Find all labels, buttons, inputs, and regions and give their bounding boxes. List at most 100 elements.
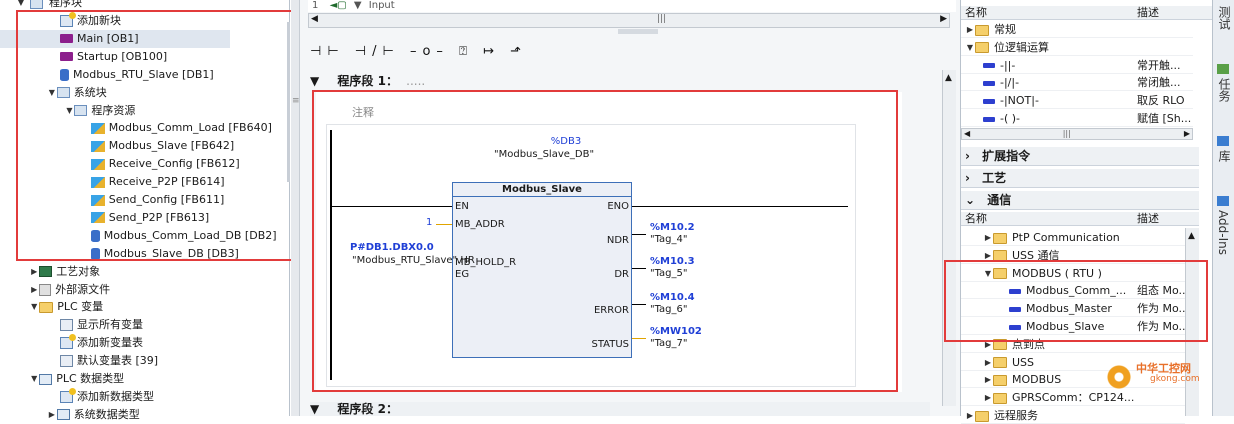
expand-arrow-icon[interactable]: ▼ (984, 268, 992, 278)
expand-arrow-icon[interactable]: ▶ (984, 375, 992, 385)
tree-item[interactable]: Modbus_Comm_Load [FB640] (90, 119, 272, 137)
tree-item[interactable]: 显示所有变量 (60, 316, 143, 334)
output-tag[interactable]: "Tag_5" (650, 268, 688, 279)
instruction-item[interactable]: ▶MODBUS (961, 372, 1185, 389)
comm-vscroll[interactable]: ▲ (1185, 228, 1199, 416)
expand-arrow-icon[interactable]: ▶ (984, 357, 992, 367)
instruction-item[interactable]: ▶USS (961, 355, 1185, 371)
instruction-item[interactable]: ▶USS 通信 (961, 248, 1185, 264)
function-block-box[interactable]: Modbus_Slave EN ENO MB_ADDR MB_HOLD_REG … (452, 182, 632, 358)
expand-arrow-icon[interactable]: ▶ (31, 266, 38, 276)
tree-item[interactable]: ▶系统数据类型 (47, 406, 140, 424)
network-comment[interactable]: 注释 (352, 106, 374, 119)
expand-arrow-icon[interactable]: ▼ (66, 105, 73, 115)
scroll-right-icon[interactable]: ▶ (940, 14, 947, 24)
tree-item[interactable]: Send_P2P [FB613] (90, 209, 209, 227)
instruction-item[interactable]: -||-常开触... (961, 58, 1193, 74)
expand-arrow-icon[interactable]: ▼ (31, 302, 38, 312)
tree-item-label: 系统块 (73, 85, 107, 99)
tab-library[interactable]: 库 (1217, 150, 1231, 162)
tree-item[interactable]: Main [OB1] (0, 29, 230, 48)
tree-item[interactable]: Modbus_Slave [FB642] (90, 137, 234, 155)
tree-item[interactable]: 添加新变量表 (60, 334, 143, 352)
splitter-left[interactable]: ≡ (291, 0, 300, 416)
tab-testing[interactable]: 测试 (1217, 6, 1231, 30)
splitter-handle[interactable] (618, 29, 658, 34)
open-branch-icon[interactable]: ↦ (483, 44, 500, 59)
expand-arrow-icon[interactable]: ▼ (48, 87, 55, 97)
output-tag[interactable]: "Tag_4" (650, 234, 688, 245)
expand-arrow-icon[interactable]: ▼ (17, 0, 25, 7)
tree-item[interactable]: 添加新数据类型 (60, 387, 154, 406)
instruction-item[interactable]: ▶远程服务 (961, 408, 1185, 424)
section-technology[interactable]: › 工艺 (961, 169, 1199, 188)
tree-item-program-blocks[interactable]: ▼ 程序块 (16, 0, 82, 12)
tab-add-ins[interactable]: Add-Ins (1216, 210, 1230, 255)
tree-item[interactable]: ▶外部源文件 (29, 281, 110, 299)
instruction-item[interactable]: Modbus_Comm_...组态 Mo... (961, 283, 1185, 300)
coil-icon[interactable]: –o– (409, 44, 449, 59)
instruction-item[interactable]: ▼MODBUS ( RTU ) (961, 266, 1185, 282)
normally-closed-contact-icon[interactable]: ⊣/⊢ (354, 44, 400, 59)
expand-arrow-icon[interactable]: ▶ (984, 233, 992, 242)
mb-addr-value[interactable]: 1 (426, 217, 433, 228)
expand-arrow-icon[interactable]: ▶ (48, 409, 55, 419)
scroll-up-icon[interactable]: ▲ (945, 73, 952, 83)
expand-arrow-icon[interactable]: ▶ (31, 284, 38, 294)
tab-tasks[interactable]: 任务 (1217, 78, 1231, 102)
tree-item[interactable]: ▼PLC 数据类型 (29, 370, 124, 388)
tree-item[interactable]: Modbus_RTU_Slave [DB1] (60, 66, 214, 84)
normally-open-contact-icon[interactable]: ⊣⊢ (310, 44, 345, 59)
expand-arrow-icon[interactable]: ▶ (966, 411, 974, 420)
network-collapse-icon[interactable]: ▼ (310, 402, 320, 416)
instruction-item[interactable]: ▶常规 (961, 22, 1193, 38)
collapse-arrow-icon[interactable]: ▼ (353, 0, 362, 11)
instruction-item[interactable]: -|NOT|-取反 RLO (961, 93, 1193, 110)
interface-hscroll[interactable]: ◀ ||| ▶ (308, 13, 950, 28)
scroll-right-icon[interactable]: ▶ (1183, 129, 1190, 138)
tree-item[interactable]: ▼ 系统块 (47, 84, 107, 102)
scroll-left-icon[interactable]: ◀ (311, 14, 318, 24)
tree-item[interactable]: 添加新块 (60, 12, 121, 30)
editor-vscroll[interactable]: ▲ (942, 70, 956, 406)
instruction-item[interactable]: ▶PtP Communication (961, 230, 1185, 246)
tree-item[interactable]: Send_Config [FB611] (90, 191, 224, 209)
scroll-up-icon[interactable]: ▲ (1188, 231, 1195, 241)
tree-item[interactable]: Receive_Config [FB612] (90, 155, 240, 173)
section-communication[interactable]: ⌄ 通信 (961, 191, 1199, 210)
scroll-left-icon[interactable]: ◀ (964, 129, 971, 138)
network-1-header[interactable]: ▼ 程序段 1： ..... (310, 74, 426, 88)
expand-arrow-icon[interactable]: ▼ (966, 42, 974, 52)
expand-arrow-icon[interactable]: ▼ (31, 374, 38, 383)
network-collapse-icon[interactable]: ▼ (310, 74, 320, 88)
tree-item[interactable]: ▼PLC 变量 (29, 298, 103, 316)
empty-box-icon[interactable]: ⍰ (459, 44, 473, 59)
section-extended-instructions[interactable]: › 扩展指令 (961, 147, 1199, 166)
output-tag[interactable]: "Tag_7" (650, 338, 688, 349)
close-branch-icon[interactable]: ⬏ (510, 44, 527, 59)
hold-reg-name[interactable]: "Modbus_RTU_Slave".HR (352, 255, 475, 266)
tree-scrollbar[interactable] (287, 22, 290, 182)
instruction-item[interactable]: ▶GPRSComm：CP124... (961, 390, 1185, 407)
expand-arrow-icon[interactable]: ▶ (984, 393, 992, 403)
tree-item[interactable]: ▼程序资源 (64, 102, 135, 120)
instruction-item[interactable]: -( )-赋值 [Sh... (961, 111, 1193, 127)
tree-item[interactable]: Modbus_Slave_DB [DB3] (90, 245, 239, 263)
tree-item[interactable]: Startup [OB100] (60, 48, 167, 66)
network-2-header[interactable]: ▼ 程序段 2： (310, 402, 930, 416)
instance-db-name[interactable]: "Modbus_Slave_DB" (494, 149, 595, 160)
tree-item[interactable]: Receive_P2P [FB614] (90, 173, 225, 191)
tree-item[interactable]: ▶工艺对象 (29, 263, 100, 281)
tree-item[interactable]: 默认变量表 [39] (60, 352, 158, 370)
expand-arrow-icon[interactable]: ▶ (984, 250, 992, 260)
basic-hscroll[interactable]: ◀ ||| ▶ (961, 128, 1193, 140)
tree-item[interactable]: Modbus_Comm_Load_DB [DB2] (90, 227, 277, 245)
instruction-desc: 赋值 [Sh... (1137, 112, 1192, 125)
output-tag[interactable]: "Tag_6" (650, 304, 688, 315)
expand-arrow-icon[interactable]: ▶ (984, 339, 992, 349)
instruction-item[interactable]: ▼位逻辑运算 (961, 40, 1193, 56)
expand-arrow-icon[interactable]: ▶ (966, 25, 974, 34)
instruction-item[interactable]: -|/|-常闭触... (961, 75, 1193, 92)
